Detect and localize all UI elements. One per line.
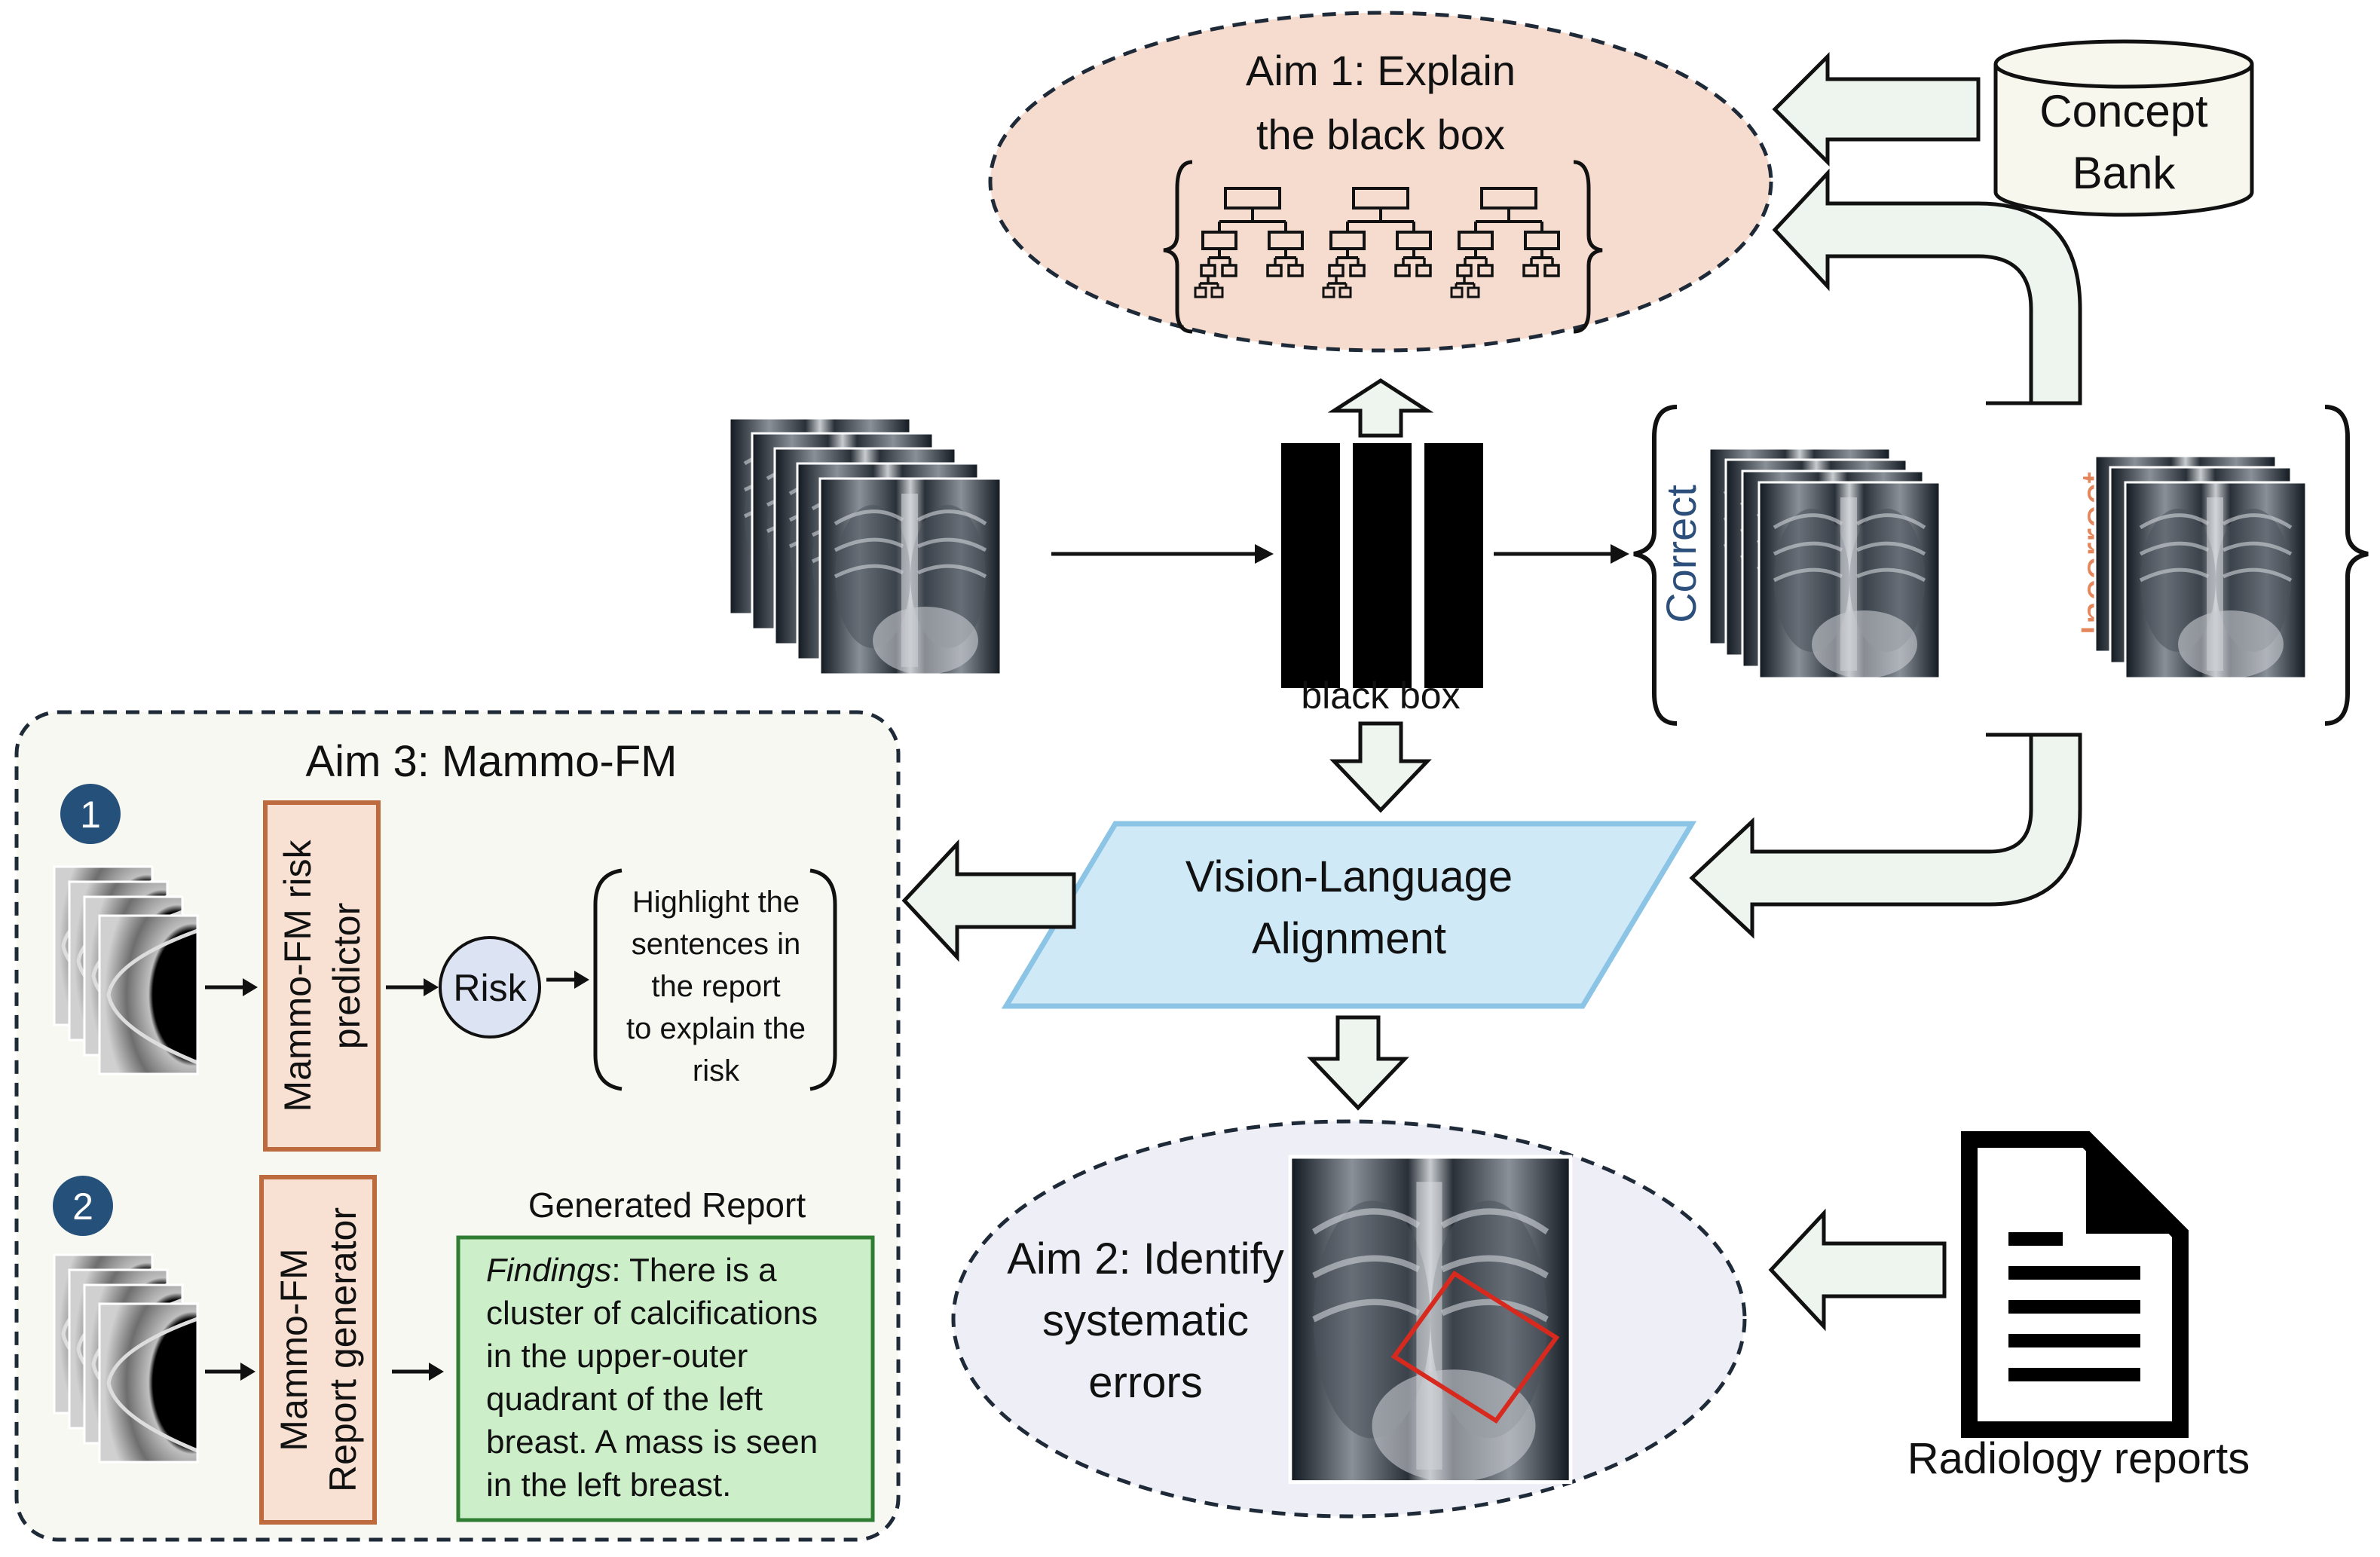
risk-predictor-line2: predictor (326, 903, 368, 1050)
arrow-concept-to-aim1 (1772, 51, 1981, 167)
generated-report-title: Generated Report (528, 1185, 806, 1225)
concept-bank-cylinder (1993, 39, 2254, 217)
black-box-icon (1281, 443, 1483, 688)
report-generator-box (259, 1175, 377, 1525)
aim3-title: Aim 3: Mammo-FM (306, 737, 678, 786)
concept-bank-line2: Bank (2073, 148, 2177, 198)
arrow-alignment-to-aim2 (1307, 1015, 1409, 1111)
incorrect-xray-stack (2095, 456, 2306, 678)
decision-trees-icon (1163, 160, 1603, 334)
findings-label: Findings (486, 1252, 611, 1289)
aim2-xray-image (1290, 1157, 1571, 1482)
arrow-outcomes-to-alignment (1689, 733, 2082, 939)
input-xray-stack (730, 418, 1001, 674)
aim2-line3: errors (1088, 1358, 1202, 1407)
aim2-line2: systematic (1042, 1296, 1249, 1345)
correct-xray-stack (1709, 448, 1940, 678)
findings-first-line: Findings: There is a (486, 1252, 777, 1289)
explain-line-1: Highlight the (632, 886, 800, 919)
arrow-outcomes-to-aim1 (1772, 168, 2082, 405)
explain-left-paren (593, 868, 623, 1091)
step2-badge-label: 2 (72, 1185, 93, 1228)
outcomes-right-brace (2324, 405, 2369, 726)
findings-line-5: breast. A mass is seen (486, 1424, 818, 1461)
aim2-line1: Aim 2: Identify (1007, 1234, 1283, 1283)
findings-line-2: cluster of calcifications (486, 1295, 818, 1332)
step2-badge (53, 1176, 113, 1236)
explain-line-3: the report (651, 970, 780, 1003)
explain-line-2: sentences in (632, 928, 801, 961)
outcomes-left-brace (1633, 405, 1678, 726)
risk-predictor-box (263, 800, 381, 1152)
risk-node (439, 936, 541, 1039)
error-region-box (1390, 1270, 1560, 1424)
alignment-parallelogram (1001, 821, 1697, 1009)
black-box-label: black box (1301, 674, 1460, 717)
risk-predictor-line1: Mammo-FM risk (277, 839, 319, 1112)
radiology-reports-label: Radiology reports (1907, 1434, 2250, 1483)
explain-line-4: to explain the (626, 1012, 806, 1045)
report-generator-line2: Report generator (322, 1207, 364, 1492)
step1-badge-label: 1 (80, 794, 101, 836)
findings-line-4: quadrant of the left (486, 1381, 763, 1418)
report-generator-line1: Mammo-FM (273, 1248, 315, 1451)
risk-label: Risk (453, 967, 527, 1009)
arrow-blackbox-to-aim1 (1327, 378, 1434, 438)
findings-line-3: in the upper-outer (486, 1338, 748, 1375)
arrow-alignment-to-aim3 (901, 839, 1076, 962)
findings-line-6: in the left breast. (486, 1467, 731, 1503)
generated-report-box (456, 1235, 875, 1522)
correct-label: Correct (1657, 485, 1705, 623)
alignment-line1: Vision-Language (1185, 852, 1513, 901)
explain-line-5: risk (693, 1054, 740, 1087)
alignment-line2: Alignment (1252, 914, 1446, 963)
step1-badge (60, 784, 121, 844)
arrow-radiology-to-aim2 (1768, 1208, 1947, 1332)
aim1-title-line1: Aim 1: Explain (1246, 47, 1516, 94)
aim1-ellipse (988, 11, 1773, 353)
document-icon (1961, 1131, 2189, 1438)
findings-first-line-rest: : There is a (611, 1252, 777, 1289)
arrow-blackbox-to-alignment (1329, 721, 1432, 813)
concept-bank-line1: Concept (2039, 86, 2208, 136)
explain-right-paren (809, 868, 837, 1091)
aim1-title-line2: the black box (1256, 111, 1505, 158)
